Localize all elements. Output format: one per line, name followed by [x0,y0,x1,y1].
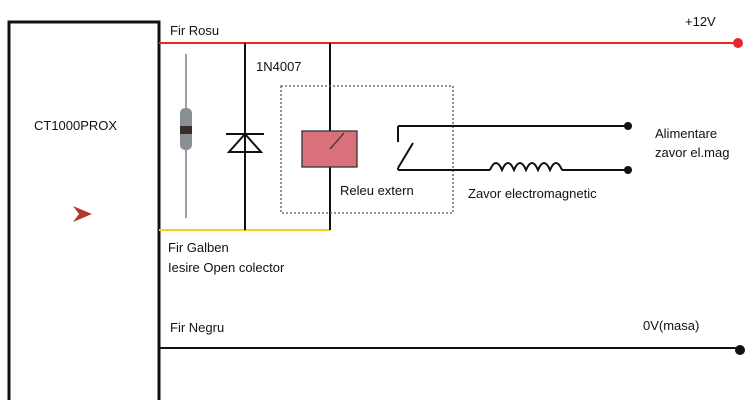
relay-label: Releu extern [340,183,414,198]
yellow-wire-sublabel: Iesire Open colector [168,260,285,275]
black-wire-label: Fir Negru [170,320,224,335]
diode-component-picture [180,54,192,218]
relay-box [280,85,454,214]
lock-terminal-top [624,122,632,130]
ground-supply-label: 0V(masa) [643,318,699,333]
relay-coil-slash [329,132,345,150]
terminals-sublabel: zavor el.mag [655,145,729,160]
positive-terminal [733,38,743,48]
yellow-wire-label: Fir Galben [168,240,229,255]
relay-coil [301,130,358,168]
terminals-label: Alimentare [655,126,717,141]
lock-coil-symbol [489,162,563,173]
diode-label: 1N4007 [256,59,302,74]
controller-label: CT1000PROX [34,118,117,133]
lock-label: Zavor electromagnetic [468,186,597,201]
diode-symbol [226,132,264,153]
positive-supply-label: +12V [685,14,716,29]
relay-switch [397,142,414,169]
lock-terminal-bottom [624,166,632,174]
ground-terminal [735,345,745,355]
red-wire-label: Fir Rosu [170,23,219,38]
arrow-icon [73,206,92,222]
